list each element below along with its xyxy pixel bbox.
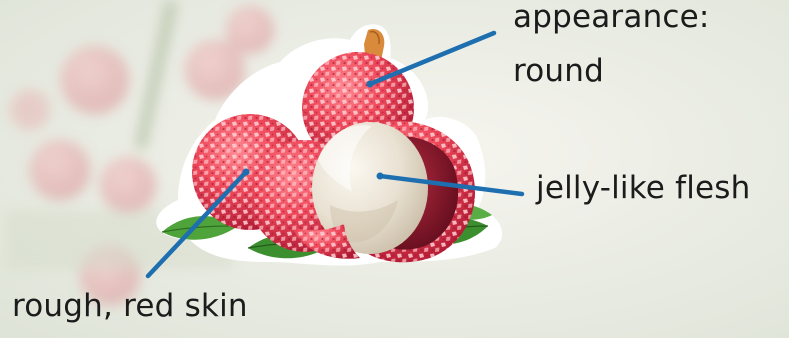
label-appearance-value: round	[513, 54, 604, 90]
label-appearance: appearance:	[513, 0, 710, 36]
label-flesh: jelly-like flesh	[536, 171, 751, 207]
label-skin: rough, red skin	[12, 289, 248, 325]
